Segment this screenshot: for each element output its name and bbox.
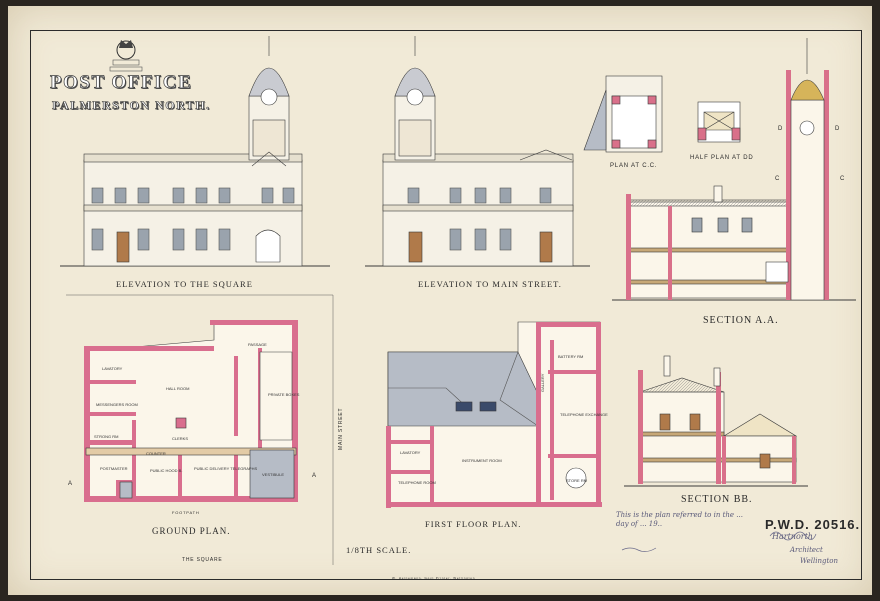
- crest-emblem: [109, 40, 143, 72]
- section-aa: [612, 38, 856, 301]
- street-label-square: THE SQUARE: [182, 557, 223, 563]
- subtitle: PALMERSTON NORTH.: [52, 98, 211, 113]
- handwritten-annotation: This is the plan referred to in the ... …: [616, 511, 743, 528]
- caption-section-bb: SECTION BB.: [681, 494, 753, 505]
- caption-half-plan-dd: HALF PLAN AT DD: [690, 155, 754, 161]
- room-label: HALL ROOM: [166, 386, 190, 391]
- room-label: MESSENGERS ROOM: [96, 402, 138, 407]
- signature-scribbles: [621, 531, 817, 552]
- signature-place: Wellington: [800, 557, 839, 565]
- room-label: PASSAGE: [248, 342, 267, 347]
- room-label: LAVATORY: [400, 450, 421, 455]
- drawing-number: P.W.D. 20516.: [765, 517, 861, 532]
- room-label: CLERKS: [172, 436, 189, 441]
- caption-section-aa: SECTION A.A.: [703, 315, 779, 326]
- room-label: BATTERY RM: [558, 354, 584, 359]
- section-mark-d-right: D: [835, 126, 841, 132]
- ground-plan: [66, 294, 334, 565]
- half-plan-dd: [697, 101, 741, 143]
- section-mark-a-right: A: [312, 473, 317, 479]
- room-label: TELEPHONE ROOM: [398, 480, 436, 485]
- elevation-main-street: [365, 36, 590, 267]
- caption-first-floor: FIRST FLOOR PLAN.: [425, 519, 522, 529]
- section-bb: [624, 355, 808, 487]
- section-mark-c-right: C: [840, 176, 846, 182]
- room-label: TELEPHONE EXCHANGE: [560, 412, 608, 417]
- room-label: GALLERY: [540, 373, 545, 392]
- caption-plan-cc: PLAN AT C.C.: [610, 163, 658, 169]
- room-label: INSTRUMENT ROOM: [462, 458, 502, 463]
- elevation-square: [60, 36, 330, 267]
- main-title: POST OFFICE: [50, 72, 193, 94]
- room-label: VESTIBULE: [262, 472, 285, 477]
- handwritten-signature: Hartnorth: [772, 532, 813, 541]
- room-label: PRIVATE BOXES: [268, 392, 300, 397]
- section-mark-c-left: C: [775, 176, 781, 182]
- caption-ground-plan: GROUND PLAN.: [152, 526, 231, 536]
- room-label: STRONG RM: [94, 434, 119, 439]
- room-label: LAVATORY: [102, 366, 123, 371]
- section-mark-d-left: D: [778, 126, 784, 132]
- room-label: PUBLIC DELIVERY TELEGRAPHS: [194, 466, 258, 471]
- signature-role: Architect: [790, 546, 823, 554]
- caption-elevation-square: ELEVATION TO THE SQUARE: [116, 279, 253, 289]
- plan-cc: [583, 75, 663, 153]
- first-floor-plan: [386, 321, 602, 508]
- section-mark-a-left: A: [68, 481, 73, 487]
- room-label: COUNTER: [146, 451, 166, 456]
- room-label: PUBLIC HOOD B.: [150, 468, 183, 473]
- street-label-main: MAIN STREET: [338, 407, 344, 450]
- footpath-label: FOOTPATH: [172, 510, 200, 515]
- caption-elevation-main: ELEVATION TO MAIN STREET.: [418, 279, 562, 289]
- printer-imprint: W. Heinemann, Govt Printer, Wellington: [392, 576, 476, 580]
- drawing-border: [30, 30, 862, 580]
- scale-label: 1/8TH SCALE.: [346, 545, 412, 555]
- room-label: STORE RM: [566, 478, 588, 483]
- room-label: POSTMASTER: [100, 466, 128, 471]
